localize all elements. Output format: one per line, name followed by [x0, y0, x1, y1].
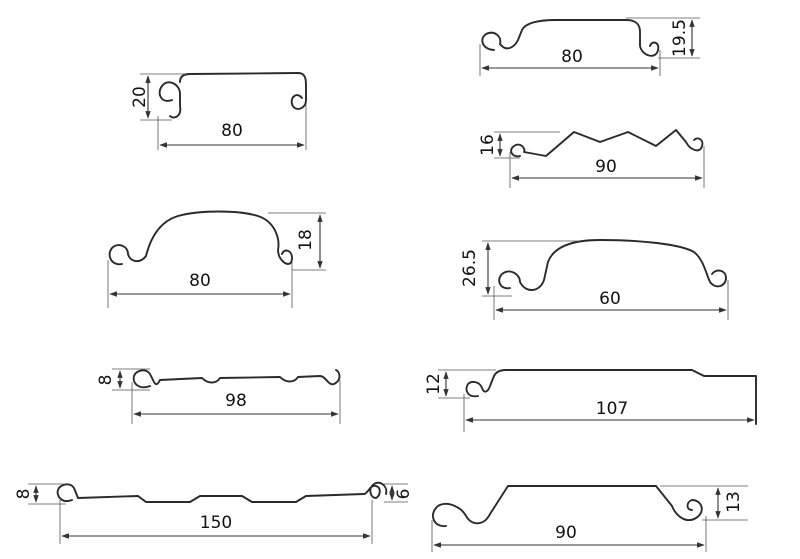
profile-5-outline: [481, 19, 660, 57]
profile-7-height-label: 26.5: [460, 249, 480, 287]
profile-4: 8 6 150: [14, 481, 414, 544]
profile-5: 19.5 80: [479, 17, 700, 76]
profile-6: 16 90: [478, 129, 705, 188]
profile-6-height-label: 16: [478, 134, 498, 156]
profile-3-height-label: 8: [96, 375, 116, 386]
profile-4-width-label: 150: [200, 513, 232, 533]
profile-8-outline: [465, 369, 757, 425]
profile-3: 8 98: [96, 368, 341, 424]
profile-7-width-label: 60: [599, 289, 621, 309]
profile-8: 12 107: [424, 369, 757, 432]
profile-9-outline: [432, 485, 703, 527]
profile-1-width-label: 80: [221, 121, 243, 141]
profile-4-edge-curl: [369, 481, 388, 499]
profile-2-width-label: 80: [189, 271, 211, 291]
profile-4-edge-label: 6: [394, 489, 414, 500]
profile-4-outline: [56, 483, 381, 503]
profile-2-height-label: 18: [296, 229, 316, 251]
profile-1-outline: [158, 72, 307, 119]
profile-1-height-label: 20: [130, 86, 150, 108]
profile-6-width-label: 90: [595, 157, 617, 177]
profile-9-width-label: 90: [555, 523, 577, 543]
profile-9: 13 90: [431, 485, 748, 552]
profile-7-outline: [498, 239, 727, 291]
profile-1: 20 80: [130, 72, 307, 150]
profile-8-height-label: 12: [424, 373, 444, 395]
profile-3-width-label: 98: [225, 391, 247, 411]
profile-6-outline: [510, 129, 704, 158]
profile-9-height-label: 13: [724, 491, 744, 513]
profile-5-height-label: 19.5: [670, 19, 690, 57]
profile-2-outline: [108, 210, 293, 266]
profile-7: 26.5 60: [460, 239, 729, 320]
profile-3-outline: [132, 369, 341, 389]
profile-4-height-label: 8: [14, 489, 34, 500]
profile-8-width-label: 107: [596, 399, 628, 419]
profile-5-width-label: 80: [561, 47, 583, 67]
profile-2: 18 80: [107, 210, 326, 308]
